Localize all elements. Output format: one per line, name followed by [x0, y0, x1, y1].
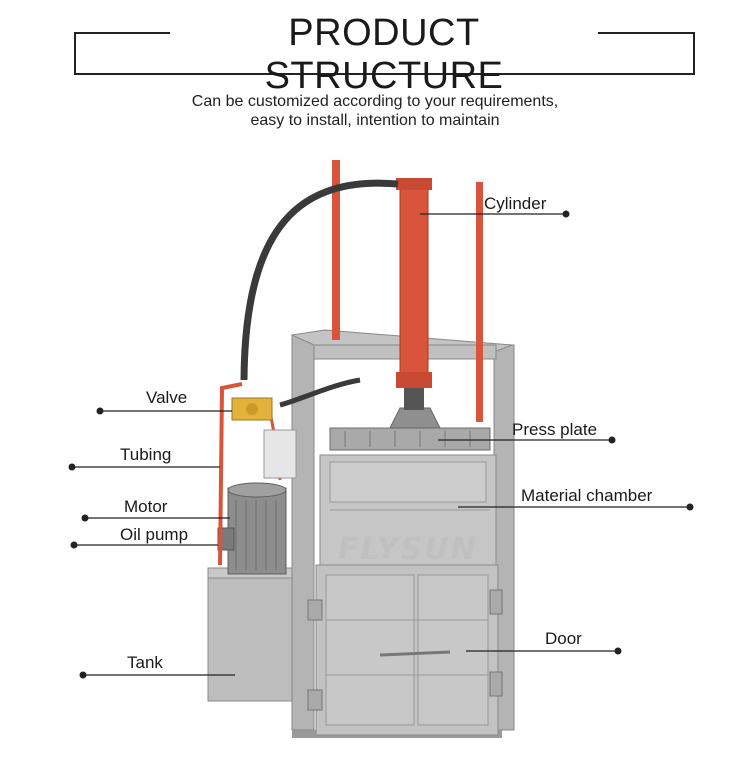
guide-rod-right	[476, 182, 483, 422]
door	[307, 564, 503, 736]
label-material-chamber: Material chamber	[521, 486, 653, 505]
tank	[207, 567, 309, 702]
hydraulic-hose	[240, 179, 399, 381]
electric-box	[263, 429, 297, 479]
label-press-plate: Press plate	[512, 420, 598, 439]
label-tubing: Tubing	[120, 445, 172, 464]
flysun-watermark: FLYSUN	[338, 532, 478, 567]
subtitle-line-2: easy to install, intention to maintain	[250, 112, 500, 129]
label-cylinder: Cylinder	[484, 194, 547, 213]
label-valve: Valve	[146, 388, 188, 407]
label-motor: Motor	[124, 497, 168, 516]
tubing	[218, 382, 243, 566]
subtitle-line-1: Can be customized according to your requ…	[191, 93, 559, 110]
label-oil-pump: Oil pump	[120, 525, 189, 544]
guide-rod-left	[332, 160, 340, 340]
title-frame-line-left	[74, 32, 170, 34]
label-tank: Tank	[127, 653, 163, 672]
press-plate	[329, 407, 491, 451]
leader-lines	[68, 210, 694, 679]
motor	[227, 482, 287, 575]
cylinder	[396, 178, 432, 410]
label-door: Door	[545, 629, 582, 648]
title-frame	[74, 32, 695, 75]
material-chamber	[319, 454, 497, 566]
page-title: PRODUCT STRUCTURE	[264, 12, 504, 97]
valve	[231, 397, 273, 421]
title-frame-line-right	[598, 32, 695, 34]
